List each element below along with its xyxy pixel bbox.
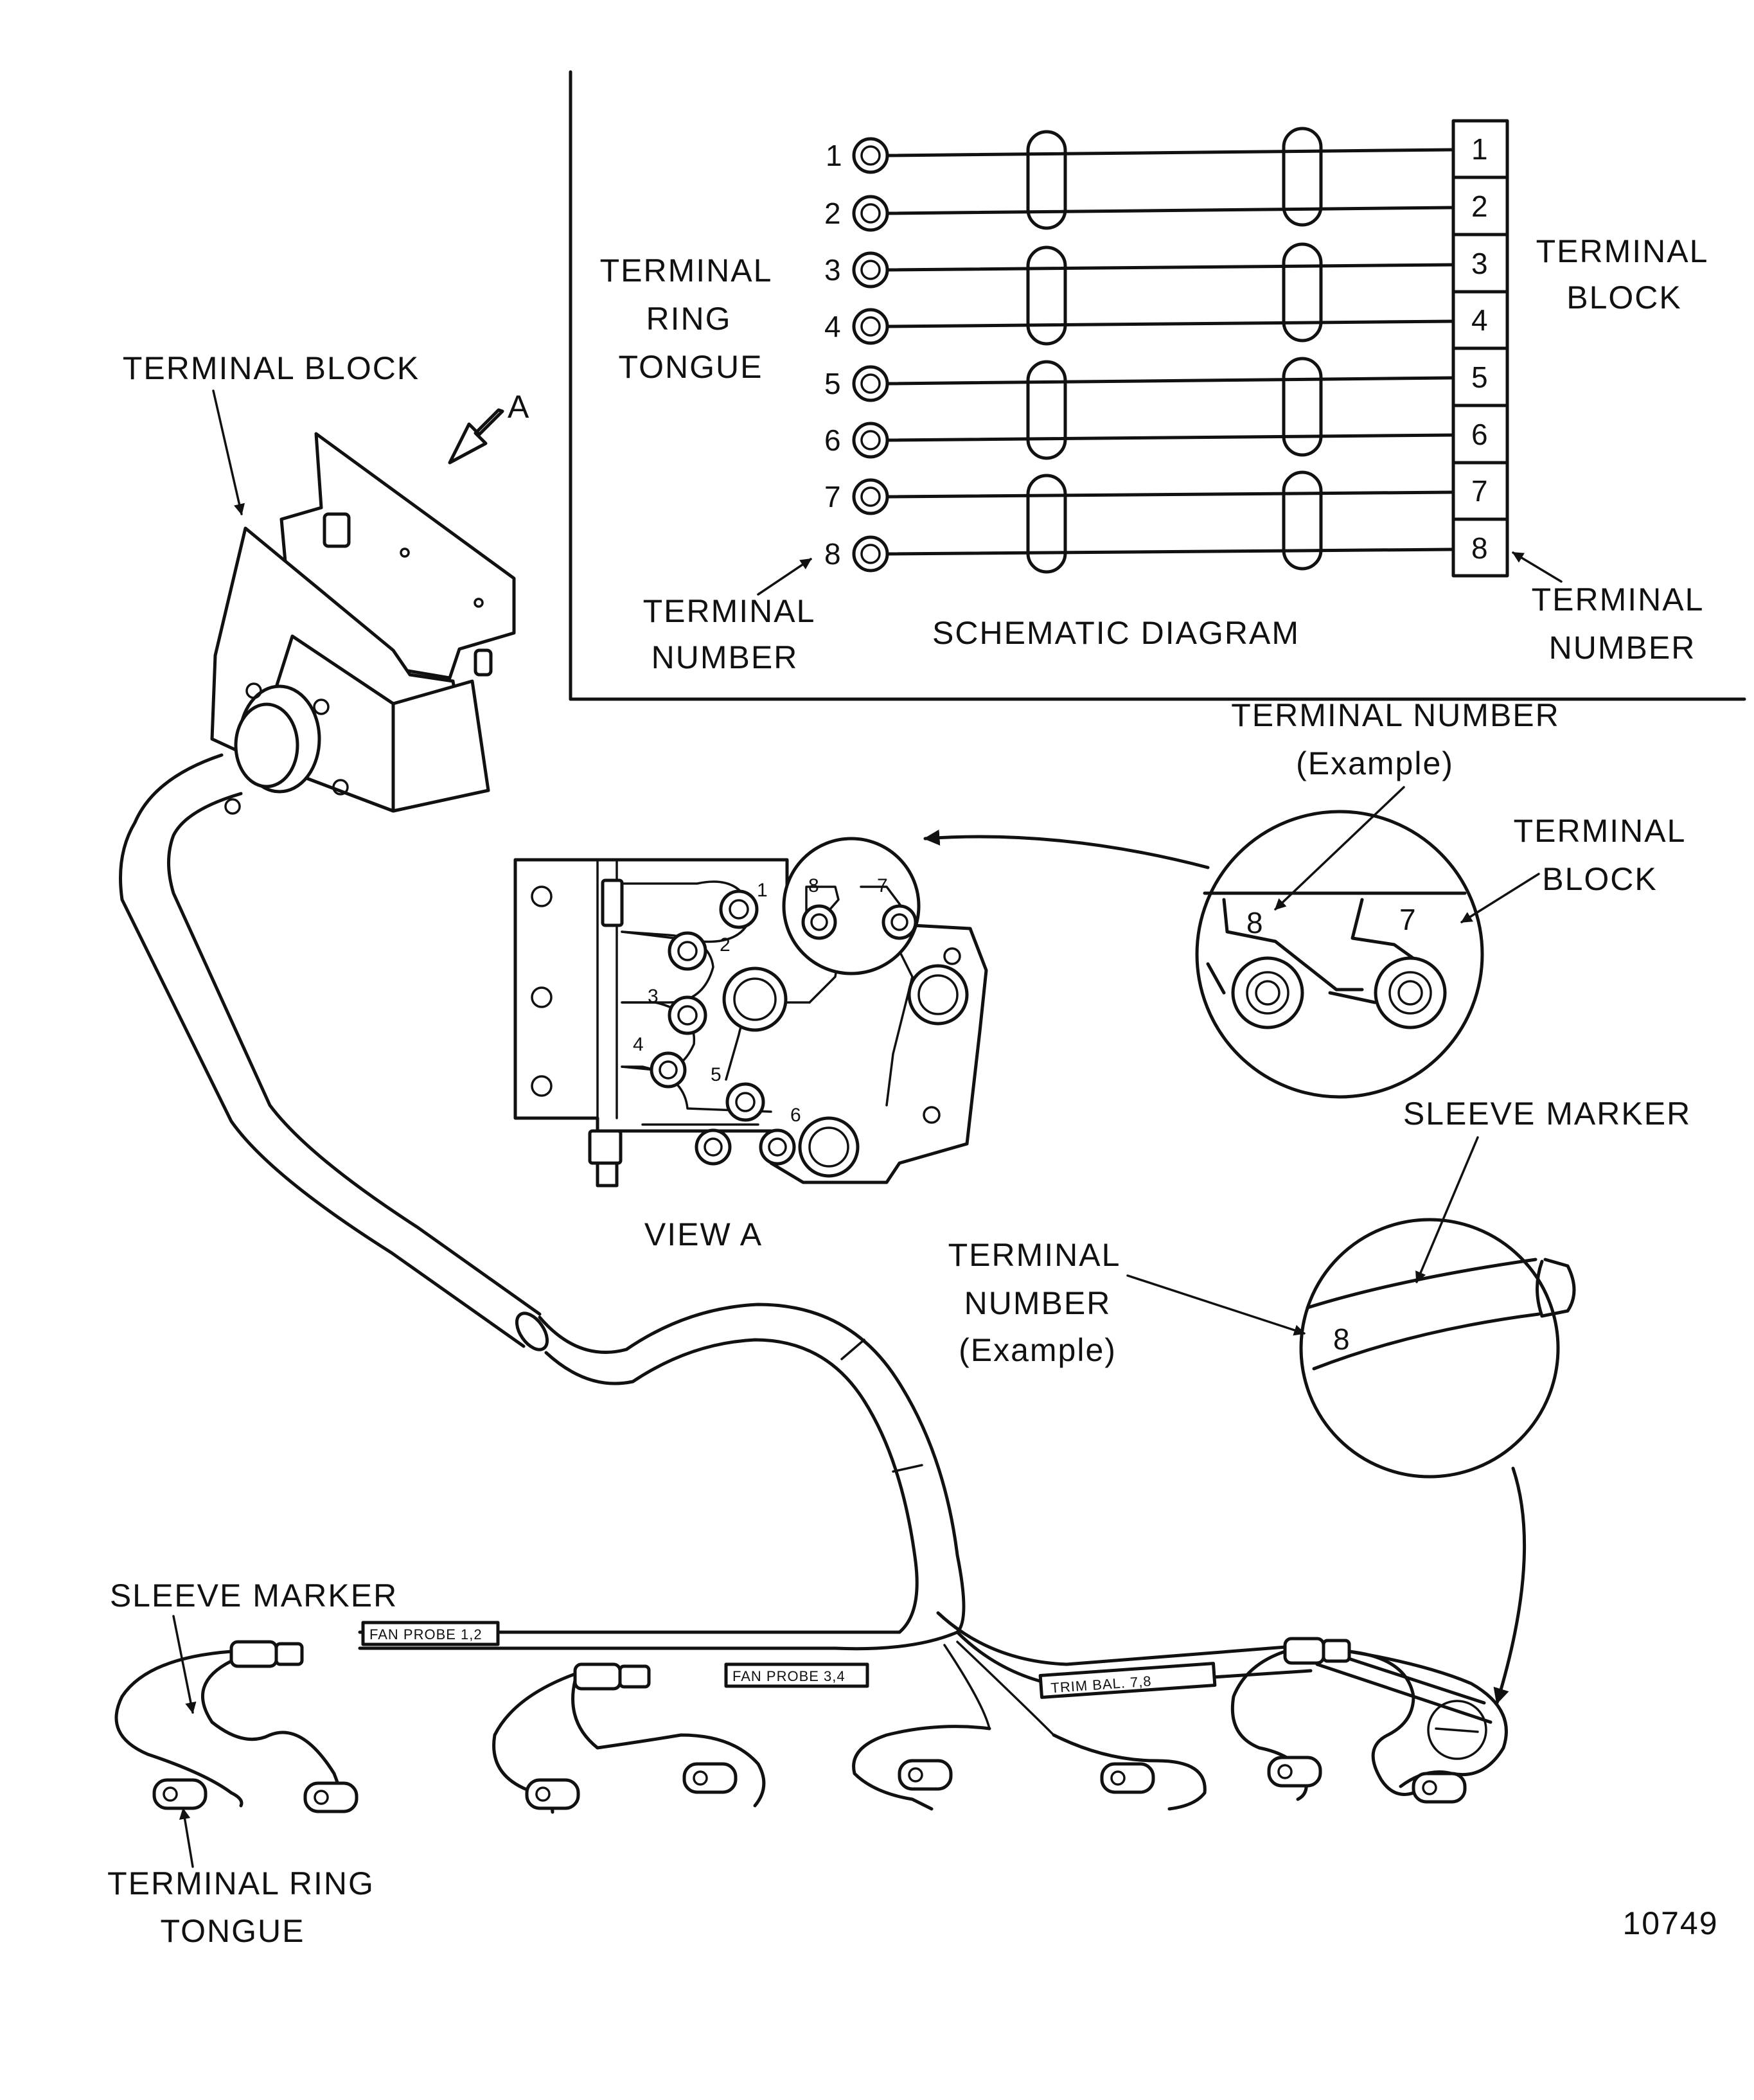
view-a-block	[513, 837, 988, 1188]
schematic-title: SCHEMATIC DIAGRAM	[932, 615, 1300, 651]
detail-number-label-1: TERMINAL NUMBER	[1231, 697, 1560, 733]
terminal-block-3d	[210, 432, 516, 815]
left-number-label-2: NUMBER	[651, 639, 799, 675]
schematic-wire-5	[852, 365, 1455, 402]
detail-terminal-circle	[1195, 810, 1484, 1099]
sleeve-arrow	[1493, 1466, 1527, 1705]
schematic-block-label-2: BLOCK	[1566, 280, 1682, 316]
block-number-4: 4	[1471, 303, 1488, 337]
view-a-arrow	[448, 408, 504, 465]
view-a-number-7: 7	[877, 875, 888, 896]
detail-sleeve-circle	[1299, 1218, 1576, 1479]
view-a-number-3: 3	[648, 986, 659, 1007]
main-cable	[119, 753, 966, 1634]
harness-sleeve-label: SLEEVE MARKER	[110, 1578, 398, 1614]
schematic-wire-2	[852, 195, 1455, 232]
view-a-number-5: 5	[711, 1064, 722, 1085]
left-number-8: 8	[824, 537, 841, 571]
block-number-5: 5	[1471, 360, 1488, 394]
sleeve-number-label-3: (Example)	[959, 1332, 1117, 1368]
terminal-block-label: TERMINAL BLOCK	[123, 350, 420, 386]
schematic-wire-3	[852, 251, 1455, 289]
left-number-7: 7	[824, 480, 841, 513]
sleeve-number-label-1: TERMINAL	[948, 1237, 1121, 1273]
harness-sleeve-leader	[172, 1615, 197, 1714]
view-a-number-2: 2	[720, 934, 731, 956]
block-number-1: 1	[1471, 132, 1488, 166]
harness-branches	[358, 1611, 1493, 1736]
sleeve-detail-leader	[1415, 1136, 1479, 1283]
ring-tongue-label-2: RING	[646, 301, 732, 337]
sleeve-detail-label: SLEEVE MARKER	[1403, 1096, 1691, 1132]
right-number-leader	[1512, 551, 1563, 583]
view-a-label: VIEW A	[644, 1216, 763, 1252]
block-number-7: 7	[1471, 474, 1488, 508]
ring-tongue-label-line-1: TERMINAL RING	[107, 1865, 375, 1901]
left-number-2: 2	[824, 197, 841, 230]
schematic-wire-7	[852, 478, 1455, 515]
ring-tongue-leader	[179, 1808, 194, 1868]
detail-number-label-2: (Example)	[1296, 745, 1454, 781]
left-number-5: 5	[824, 367, 841, 400]
terminal-block-leader	[212, 389, 245, 515]
sleeve-number-8: 8	[1333, 1322, 1350, 1356]
left-number-1: 1	[826, 139, 842, 172]
detail-number-leader	[1274, 786, 1405, 911]
harness-marker-1	[361, 1621, 500, 1646]
left-number-4: 4	[824, 310, 841, 343]
harness-marker-3	[1038, 1662, 1217, 1699]
block-number-2: 2	[1471, 190, 1488, 223]
detail-number-8: 8	[1246, 906, 1263, 939]
harness-marker-text-2: FAN PROBE 3,4	[732, 1668, 846, 1684]
schematic-block-label-1: TERMINAL	[1536, 233, 1709, 269]
right-number-label-2: NUMBER	[1549, 630, 1696, 666]
sleeve-number-leader	[1126, 1274, 1306, 1336]
block-number-3: 3	[1471, 247, 1488, 280]
figure-number: 10749	[1622, 1905, 1718, 1941]
view-a-number-6: 6	[790, 1105, 801, 1126]
schematic-wire-6	[852, 422, 1455, 459]
right-number-label-1: TERMINAL	[1532, 582, 1705, 618]
view-arrow-label: A	[508, 389, 530, 425]
left-number-6: 6	[824, 423, 841, 457]
sleeve-number-label-2: NUMBER	[964, 1285, 1112, 1321]
ring-tongue-label-3: TONGUE	[619, 349, 763, 385]
left-number-label-1: TERMINAL	[643, 593, 816, 629]
schematic-terminal-block	[1451, 119, 1509, 578]
view-a-number-1: 1	[757, 880, 768, 901]
detail-number-7: 7	[1399, 903, 1416, 936]
harness-sleeve-highlight	[1427, 1700, 1487, 1760]
ring-tongue-label-line-2: TONGUE	[161, 1913, 305, 1949]
ring-tongues	[152, 1756, 1467, 1813]
left-number-leader	[757, 558, 812, 596]
view-a-number-4: 4	[633, 1034, 644, 1055]
detail-block-leader	[1460, 873, 1540, 923]
detail-arrow	[923, 829, 1210, 869]
schematic-frame	[569, 70, 1746, 701]
detail-block-label-2: BLOCK	[1542, 861, 1658, 897]
view-a-number-8: 8	[808, 875, 819, 896]
schematic-wire-4	[852, 308, 1455, 345]
left-number-3: 3	[824, 253, 841, 287]
twist-bundles	[1026, 127, 1323, 574]
harness-marker-text-1: FAN PROBE 1,2	[369, 1626, 483, 1642]
ring-tongue-label-1: TERMINAL	[600, 253, 773, 289]
block-number-8: 8	[1471, 531, 1488, 565]
block-number-6: 6	[1471, 418, 1488, 451]
schematic-wire-1	[852, 137, 1455, 174]
detail-block-label-1: TERMINAL	[1514, 813, 1687, 849]
schematic-wire-8	[852, 535, 1455, 573]
harness-marker-2	[724, 1662, 869, 1688]
